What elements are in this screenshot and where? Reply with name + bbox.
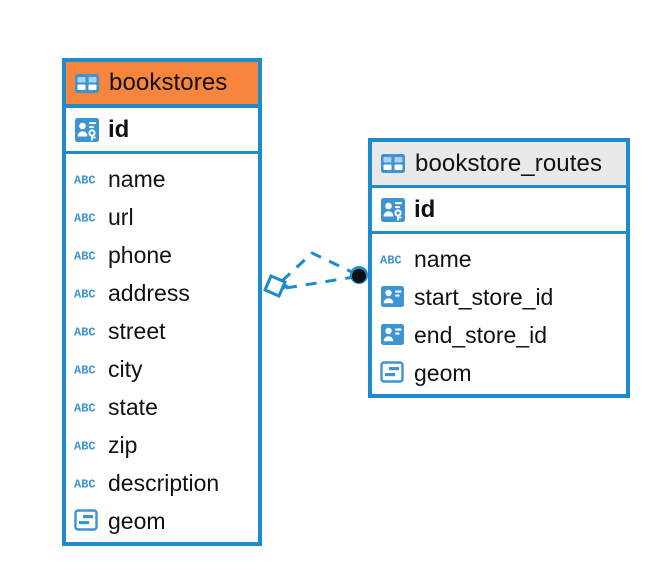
text-type-icon: ABC	[74, 364, 96, 377]
relationship-line-upper	[280, 251, 355, 283]
field-name: city	[108, 355, 143, 382]
geometry-type-icon	[380, 361, 404, 383]
text-type-icon: ABC	[380, 254, 402, 267]
field-name: phone	[108, 241, 172, 268]
svg-text:ABC: ABC	[74, 174, 96, 187]
text-type-icon: ABC	[74, 288, 96, 301]
field-name: address	[108, 279, 190, 306]
text-type-icon: ABC	[74, 250, 96, 263]
text-type-icon: ABC	[74, 326, 96, 339]
svg-text:ABC: ABC	[74, 250, 96, 263]
svg-text:ABC: ABC	[74, 288, 96, 301]
svg-text:ABC: ABC	[74, 402, 96, 415]
field-row-street[interactable]: ABC street	[74, 312, 250, 350]
field-name: url	[108, 203, 134, 230]
field-name: name	[414, 245, 472, 272]
field-row-primary-key[interactable]: id	[66, 108, 258, 154]
entity-name: bookstores	[109, 69, 228, 96]
field-name: start_store_id	[414, 283, 554, 310]
entity-name: bookstore_routes	[415, 149, 603, 177]
field-row-start-store-id[interactable]: start_store_id	[380, 278, 618, 316]
text-type-icon: ABC	[74, 402, 96, 415]
field-name: street	[108, 317, 166, 344]
field-row-geom[interactable]: geom	[380, 354, 618, 392]
circle-endpoint-icon	[350, 266, 368, 284]
svg-text:ABC: ABC	[380, 254, 402, 267]
field-name: zip	[108, 431, 138, 458]
field-name: id	[108, 115, 130, 143]
field-row-name[interactable]: ABC name	[380, 240, 618, 278]
field-row-state[interactable]: ABC state	[74, 388, 250, 426]
relationship-line-lower	[285, 275, 355, 290]
svg-text:ABC: ABC	[74, 440, 96, 453]
field-row-zip[interactable]: ABC zip	[74, 426, 250, 464]
entity-header[interactable]: bookstore_routes	[372, 142, 626, 188]
field-name: id	[414, 195, 436, 223]
field-name: state	[108, 393, 158, 420]
svg-text:ABC: ABC	[74, 478, 96, 491]
field-row-primary-key[interactable]: id	[372, 188, 626, 234]
primary-key-icon	[381, 197, 405, 222]
foreign-key-icon	[381, 286, 404, 307]
field-row-end-store-id[interactable]: end_store_id	[380, 316, 618, 354]
field-row-url[interactable]: ABC url	[74, 198, 250, 236]
field-row-phone[interactable]: ABC phone	[74, 236, 250, 274]
text-type-icon: ABC	[74, 174, 96, 187]
entity-bookstores[interactable]: bookstores id ABC name	[62, 58, 262, 546]
foreign-key-icon	[381, 324, 404, 345]
field-name: geom	[414, 359, 472, 386]
diamond-endpoint-icon	[263, 274, 289, 298]
svg-text:ABC: ABC	[74, 212, 96, 225]
entity-header[interactable]: bookstores	[66, 62, 258, 108]
field-name: end_store_id	[414, 321, 547, 348]
text-type-icon: ABC	[74, 212, 96, 225]
table-icon	[381, 154, 405, 173]
field-row-geom[interactable]: geom	[74, 502, 250, 540]
field-name: description	[108, 469, 220, 496]
field-list: ABC name ABC url ABC phone ABC	[66, 154, 258, 548]
entity-bookstore-routes[interactable]: bookstore_routes id ABC name	[368, 138, 630, 398]
svg-text:ABC: ABC	[74, 364, 96, 377]
field-row-address[interactable]: ABC address	[74, 274, 250, 312]
field-list: ABC name start_store_id	[372, 234, 626, 400]
text-type-icon: ABC	[74, 440, 96, 453]
field-name: geom	[108, 507, 166, 534]
geometry-type-icon	[74, 509, 98, 531]
field-row-description[interactable]: ABC description	[74, 464, 250, 502]
primary-key-icon	[75, 117, 99, 142]
field-row-name[interactable]: ABC name	[74, 160, 250, 198]
svg-text:ABC: ABC	[74, 326, 96, 339]
field-row-city[interactable]: ABC city	[74, 350, 250, 388]
field-name: name	[108, 165, 166, 192]
table-icon	[75, 73, 99, 93]
text-type-icon: ABC	[74, 478, 96, 491]
